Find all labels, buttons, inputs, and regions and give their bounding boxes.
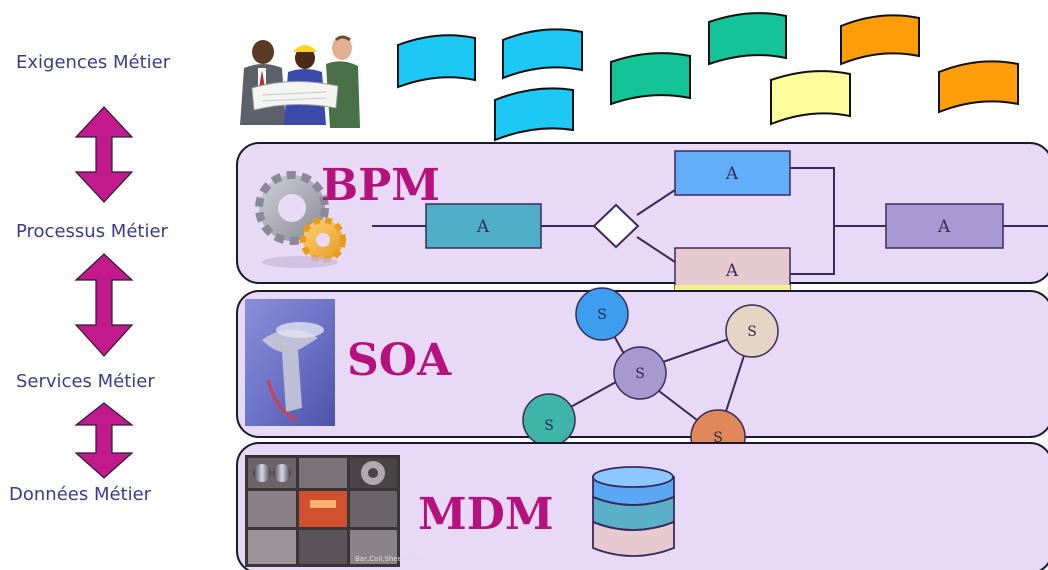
service-node-2 xyxy=(725,304,779,358)
label-services-metier: Services Métier xyxy=(16,371,155,392)
service-node-1-label: S xyxy=(597,307,607,323)
flag-green-2 xyxy=(708,12,787,66)
flag-yellow xyxy=(770,70,851,126)
label-exigences-metier: Exigences Métier xyxy=(16,52,171,73)
flag-orange-1 xyxy=(840,14,920,66)
mdm-collage-image: Bar,Coil,Sheet,Tube xyxy=(245,455,423,567)
flag-blue-2 xyxy=(502,28,583,80)
double-arrow-2 xyxy=(74,253,134,357)
flag-blue-1 xyxy=(397,34,476,89)
soa-layer: SOA S S S S S xyxy=(236,287,1048,465)
bpm-activity-4-label: A xyxy=(937,217,951,237)
bpm-activity-1-label: A xyxy=(476,217,490,237)
double-arrow-3 xyxy=(74,402,134,479)
mdm-layer: Bar,Coil,Sheet,Tube MDM xyxy=(236,442,1048,570)
flag-blue-3 xyxy=(494,87,574,142)
soa-illustration xyxy=(245,299,335,426)
bpm-activity-1 xyxy=(425,203,542,249)
bpm-activity-4 xyxy=(885,203,1004,249)
service-node-5-label: S xyxy=(713,430,723,446)
database-icon xyxy=(592,466,675,557)
bpm-activity-2 xyxy=(674,150,791,196)
bpm-layer: BPM A A A A xyxy=(236,142,1048,293)
flag-green-1 xyxy=(610,52,691,106)
label-donnees-metier: Données Métier xyxy=(9,484,152,505)
service-node-4-label: S xyxy=(544,418,554,434)
double-arrow-1 xyxy=(74,106,134,203)
requirement-flags xyxy=(397,12,1019,142)
service-node-1 xyxy=(575,287,629,341)
bpm-activity-3 xyxy=(674,247,791,293)
mdm-title: MDM xyxy=(418,489,554,540)
service-node-3-label: S xyxy=(635,366,645,382)
bpm-activity-2-label: A xyxy=(725,164,739,184)
label-processus-metier: Processus Métier xyxy=(16,221,169,242)
soa-title: SOA xyxy=(347,335,452,386)
gears-icon xyxy=(255,171,346,268)
bpm-activity-3-label: A xyxy=(725,261,739,281)
process-flow-lines xyxy=(372,167,1048,275)
business-people-illustration xyxy=(240,35,360,128)
mdm-collage-caption: Bar,Coil,Sheet,Tube xyxy=(355,555,423,563)
service-node-2-label: S xyxy=(747,324,757,340)
flag-orange-2 xyxy=(938,60,1019,114)
bpm-gateway-diamond xyxy=(592,203,640,249)
bpm-title: BPM xyxy=(321,160,440,211)
service-node-3 xyxy=(613,346,667,400)
